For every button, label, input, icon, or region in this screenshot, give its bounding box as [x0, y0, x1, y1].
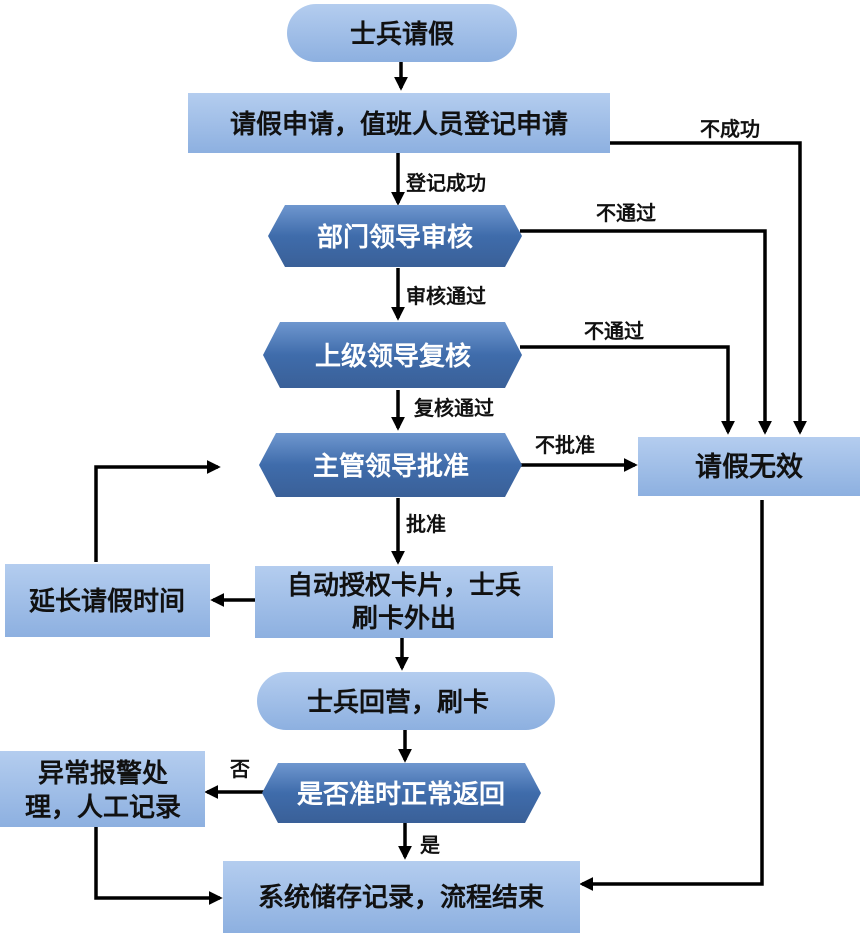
edge-label-yes: 是: [419, 833, 440, 857]
node-dept-label: 部门领导审核: [317, 222, 473, 253]
arrow-superior-to-invalid: [520, 345, 735, 435]
edge-label-no: 否: [229, 757, 250, 781]
edge-label-recheck-ok: 复核通过: [413, 396, 494, 420]
arrow-dept-to-invalid: [520, 229, 772, 435]
edge-label-review-ok: 审核通过: [406, 284, 486, 308]
node-apply-label: 请假申请，值班人员登记申请: [230, 109, 568, 140]
node-superior-label: 上级领导复核: [315, 341, 471, 372]
node-return-label: 士兵回营，刷卡: [307, 688, 489, 718]
node-invalid-label: 请假无效: [695, 452, 803, 483]
node-ontime: 是否准时正常返回: [262, 763, 541, 823]
node-card: 自动授权卡片，士兵 刷卡外出: [255, 566, 553, 638]
node-director: 主管领导批准: [259, 433, 522, 497]
edge-label-review-fail: 不通过: [596, 201, 656, 225]
node-end: 系统储存记录，流程结束: [223, 861, 580, 933]
arrow-invalid-to-end: [579, 500, 764, 891]
node-extend: 延长请假时间: [5, 564, 210, 637]
node-return: 士兵回营，刷卡: [257, 672, 555, 730]
arrow-alarm-to-end: [94, 827, 223, 905]
node-start: 士兵请假: [287, 4, 517, 62]
node-superior: 上级领导复核: [263, 322, 522, 388]
node-alarm-label-line1: 异常报警处: [38, 758, 168, 789]
node-ontime-label: 是否准时正常返回: [297, 780, 505, 810]
edge-labels: 登记成功 不成功 审核通过 不通过 复核通过 不通过 不批准 批准 否 是: [229, 117, 760, 857]
edge-label-approve-ok: 批准: [406, 512, 446, 536]
edge-label-reg-ok: 登记成功: [405, 171, 486, 195]
edge-label-recheck-fail: 不通过: [584, 319, 644, 343]
node-card-label-line2: 刷卡外出: [352, 604, 456, 634]
arrow-extend-to-director: [94, 460, 221, 562]
edge-label-reg-fail: 不成功: [700, 117, 760, 141]
node-director-label: 主管领导批准: [313, 451, 469, 482]
node-end-label: 系统储存记录，流程结束: [258, 882, 545, 913]
node-card-label-line1: 自动授权卡片，士兵: [287, 570, 521, 601]
node-alarm: 异常报警处 理，人工记录: [0, 751, 205, 827]
node-start-label: 士兵请假: [350, 20, 454, 50]
node-alarm-label-line2: 理，人工记录: [25, 793, 181, 823]
node-dept: 部门领导审核: [268, 205, 522, 267]
edge-label-approve-fail: 不批准: [535, 433, 595, 457]
node-invalid: 请假无效: [638, 437, 860, 496]
connectors: [94, 62, 807, 905]
node-extend-label: 延长请假时间: [28, 587, 185, 617]
arrow-apply-to-invalid: [610, 141, 807, 435]
node-apply: 请假申请，值班人员登记申请: [188, 93, 610, 153]
